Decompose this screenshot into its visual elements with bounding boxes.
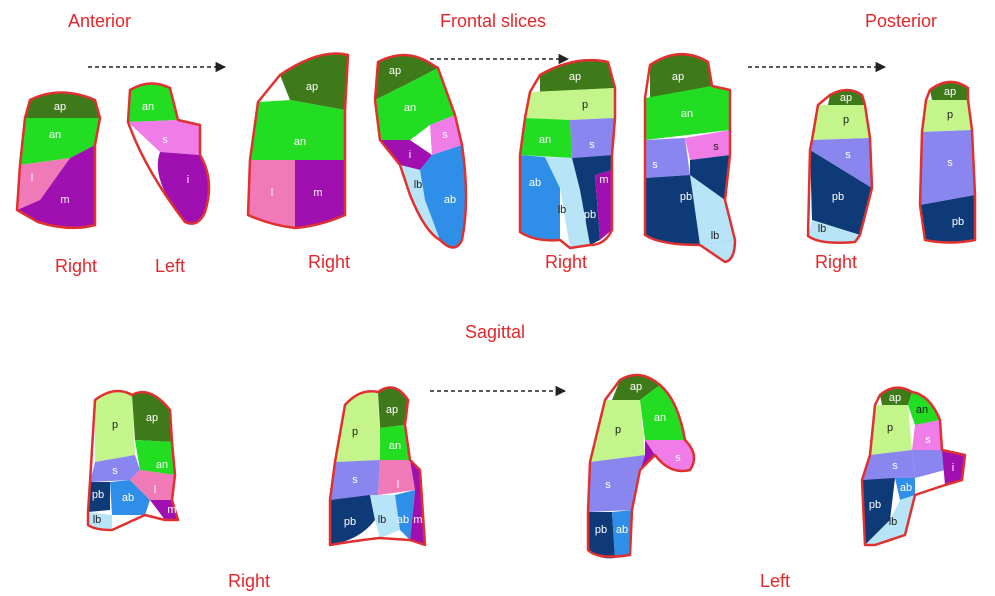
seg-ap: ap: [672, 71, 684, 83]
seg-ap: ap: [840, 92, 852, 104]
seg-s: s: [352, 474, 358, 486]
seg-ap: ap: [306, 81, 318, 93]
label-f1-left: Left: [155, 256, 185, 276]
seg-pb: pb: [832, 191, 844, 203]
seg-ap: ap: [630, 381, 642, 393]
seg-ap: ap: [389, 65, 401, 77]
frontal-1-right-lung: ap an l m: [17, 93, 100, 228]
seg-p: p: [352, 426, 358, 438]
seg-lb: lb: [889, 516, 898, 528]
seg-i: i: [187, 174, 189, 186]
seg-lb: lb: [818, 223, 827, 235]
seg-p: p: [947, 109, 953, 121]
seg-lb: lb: [558, 204, 567, 216]
label-sagittal-right: Right: [228, 571, 270, 591]
seg-an: an: [389, 440, 401, 452]
seg-pb: pb: [952, 216, 964, 228]
seg-s: s: [589, 139, 595, 151]
seg-lb: lb: [378, 514, 387, 526]
sagittal-3-lung: ap p an s s pb ab: [588, 375, 694, 558]
seg-s: s: [892, 460, 898, 472]
seg-pb: pb: [92, 489, 104, 501]
seg-an: an: [294, 136, 306, 148]
seg-l: l: [397, 479, 399, 491]
seg-m: m: [313, 187, 322, 199]
seg-ap: ap: [889, 392, 901, 404]
seg-i: i: [409, 149, 411, 161]
seg-pb: pb: [584, 209, 596, 221]
seg-s: s: [605, 479, 611, 491]
seg-an: an: [156, 459, 168, 471]
seg-s: s: [652, 159, 658, 171]
seg-an: an: [49, 129, 61, 141]
seg-ap: ap: [54, 101, 66, 113]
label-f4-right: Right: [815, 252, 857, 272]
seg-ab: ab: [444, 194, 456, 206]
seg-ab: ab: [529, 177, 541, 189]
sagittal-1-lung: p ap an s pb ab lb l m: [88, 391, 178, 530]
seg-an: an: [404, 102, 416, 114]
seg-p: p: [615, 424, 621, 436]
seg-s: s: [713, 141, 719, 153]
seg-i: i: [952, 462, 954, 474]
seg-ab: ab: [616, 524, 628, 536]
sagittal-4-lung: ap p an s s i pb ab lb: [862, 388, 965, 545]
seg-ap: ap: [146, 412, 158, 424]
label-sagittal-left: Left: [760, 571, 790, 591]
seg-lb: lb: [93, 514, 102, 526]
seg-s: s: [442, 129, 448, 141]
seg-s: s: [845, 149, 851, 161]
seg-s: s: [112, 465, 118, 477]
frontal-3b-lung: ap an s s pb lb: [645, 54, 735, 262]
seg-p: p: [112, 419, 118, 431]
seg-an: an: [681, 108, 693, 120]
frontal-4b-lung: ap p s pb: [920, 82, 975, 243]
seg-p: p: [887, 422, 893, 434]
label-f1-right: Right: [55, 256, 97, 276]
seg-ap: ap: [386, 404, 398, 416]
heading-posterior: Posterior: [865, 11, 937, 31]
seg-l: l: [154, 484, 156, 496]
seg-ab: ab: [397, 514, 409, 526]
seg-m: m: [599, 174, 608, 186]
seg-m: m: [167, 504, 176, 516]
seg-l: l: [271, 187, 273, 199]
label-f2-right: Right: [308, 252, 350, 272]
seg-pb: pb: [680, 191, 692, 203]
frontal-4a-lung: ap p s pb lb: [808, 90, 872, 243]
seg-s: s: [947, 157, 953, 169]
sagittal-2-lung: p ap an s l m pb lb ab: [330, 388, 425, 546]
seg-ap: ap: [569, 71, 581, 83]
heading-sagittal: Sagittal: [465, 322, 525, 342]
frontal-1-left-lung: an s i: [128, 83, 209, 223]
seg-lb: lb: [414, 179, 423, 191]
seg-pb: pb: [595, 524, 607, 536]
label-f3-right: Right: [545, 252, 587, 272]
seg-ab: ab: [900, 482, 912, 494]
heading-frontal-slices: Frontal slices: [440, 11, 546, 31]
seg-p: p: [582, 99, 588, 111]
frontal-2-left-lung: ap an s i lb ab: [375, 55, 466, 248]
seg-an: an: [654, 412, 666, 424]
seg-l: l: [31, 172, 33, 184]
seg-pb: pb: [344, 516, 356, 528]
seg-s: s: [925, 434, 931, 446]
seg-s: s: [675, 452, 681, 464]
seg-p: p: [843, 114, 849, 126]
seg-ap: ap: [944, 86, 956, 98]
frontal-2-right-lung: ap an l m: [248, 54, 348, 228]
seg-ab: ab: [122, 492, 134, 504]
seg-an: an: [916, 404, 928, 416]
seg-m: m: [60, 194, 69, 206]
seg-an: an: [539, 134, 551, 146]
heading-anterior: Anterior: [68, 11, 131, 31]
seg-an: an: [142, 101, 154, 113]
seg-s: s: [162, 134, 168, 146]
frontal-3a-lung: ap p an s ab lb pb m: [520, 60, 615, 248]
seg-pb: pb: [869, 499, 881, 511]
seg-m: m: [413, 514, 422, 526]
seg-lb: lb: [711, 230, 720, 242]
